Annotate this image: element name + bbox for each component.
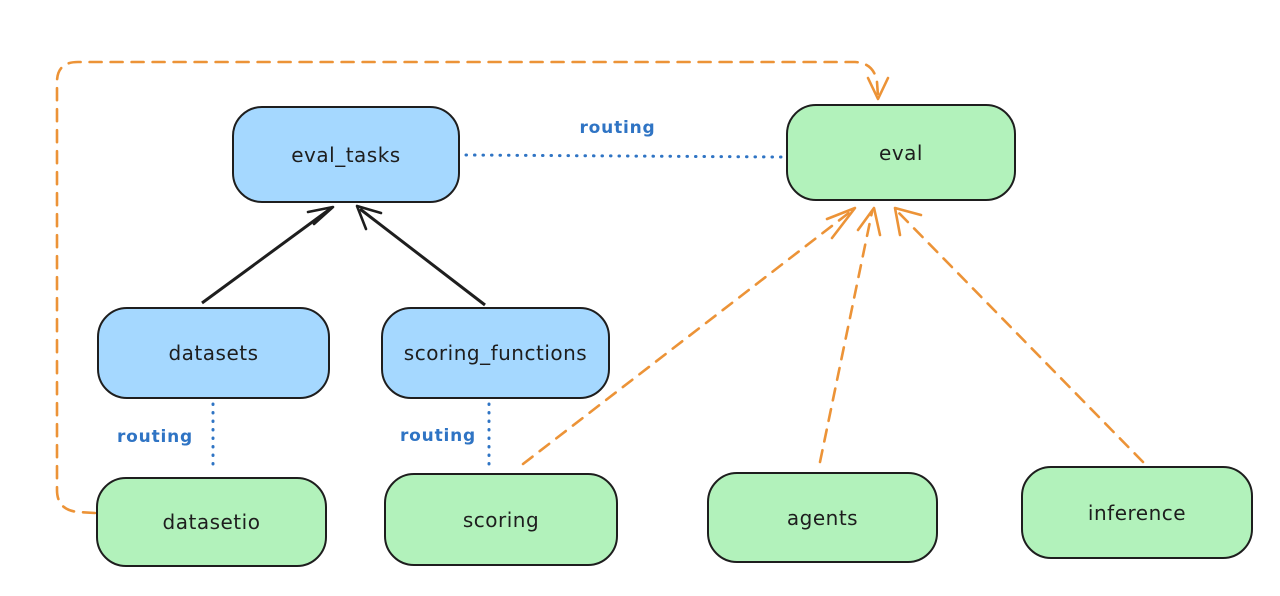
edge-agents-to-eval [818, 210, 874, 464]
node-inference-label: inference [1087, 500, 1187, 525]
node-datasetio-label: datasetio [162, 510, 261, 534]
node-eval-tasks: eval_tasks [232, 106, 460, 203]
node-agents: agents [707, 472, 938, 563]
node-eval: eval [786, 104, 1016, 201]
arrowhead-datasetio-to-eval [866, 76, 890, 101]
edge-scoring-functions-to-eval-tasks [359, 207, 486, 307]
node-agents-label: agents [786, 505, 859, 530]
node-datasets: datasets [97, 307, 330, 399]
edge-label-routing-scoring-functions-scoring: routing [400, 426, 476, 446]
arrowhead-datasets-to-eval-tasks [306, 205, 335, 226]
edge-datasetio-to-eval [55, 60, 880, 515]
edge-datasets-to-eval-tasks [201, 207, 331, 305]
edge-scoring-to-eval [521, 210, 852, 466]
node-scoring-label: scoring [462, 507, 540, 532]
arrowhead-scoring-to-eval [825, 206, 857, 240]
node-eval-tasks-label: eval_tasks [291, 142, 401, 167]
edge-label-routing-eval-tasks-eval: routing [579, 118, 656, 138]
node-inference: inference [1021, 466, 1253, 559]
arrowhead-scoring-functions-to-eval-tasks [355, 204, 383, 231]
arrowhead-agents-to-eval [856, 206, 882, 237]
node-scoring-functions-label: scoring_functions [403, 341, 588, 365]
edge-eval-tasks-to-eval [464, 153, 783, 159]
node-datasets-label: datasets [168, 341, 259, 365]
edge-inference-to-eval [896, 210, 1145, 464]
node-scoring: scoring [384, 473, 618, 566]
node-eval-label: eval [879, 140, 923, 165]
node-scoring-functions: scoring_functions [381, 307, 610, 399]
arrowhead-inference-to-eval [893, 206, 923, 237]
node-datasetio: datasetio [96, 477, 327, 567]
edge-label-routing-datasets-datasetio: routing [117, 427, 193, 447]
